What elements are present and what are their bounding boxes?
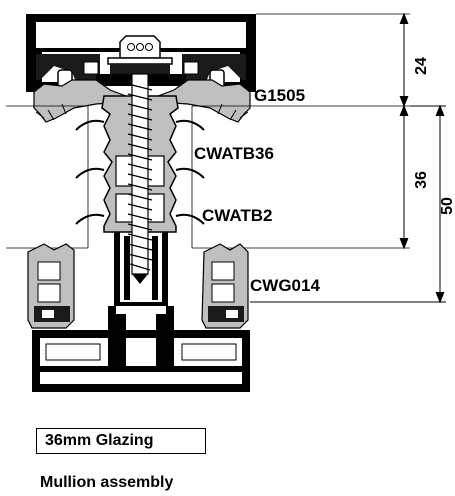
dim-middle-value: 36 [413,171,430,189]
glazing-lines [6,13,410,249]
dimension-lines [250,12,446,304]
glazing-caption-box: 36mm Glazing [36,428,206,454]
screw-shaft [127,73,153,284]
glazing-caption: 36mm Glazing [45,432,154,449]
pressure-cap [26,14,256,92]
label-cwatb2: CWATB2 [202,206,273,225]
cwg014-gasket-left [27,243,75,329]
label-g1505: G1505 [254,86,305,105]
dim-top-value: 24 [413,57,430,75]
bolt-head [107,35,173,74]
cwg014-gasket-right [201,243,249,329]
mullion-body [32,232,250,392]
label-cwg014: CWG014 [250,276,320,295]
label-cwatb36: CWATB36 [194,144,274,163]
assembly-caption: Mullion assembly [40,474,174,491]
g1505-gasket-right [157,79,251,123]
dim-overall-value: 50 [439,197,455,215]
